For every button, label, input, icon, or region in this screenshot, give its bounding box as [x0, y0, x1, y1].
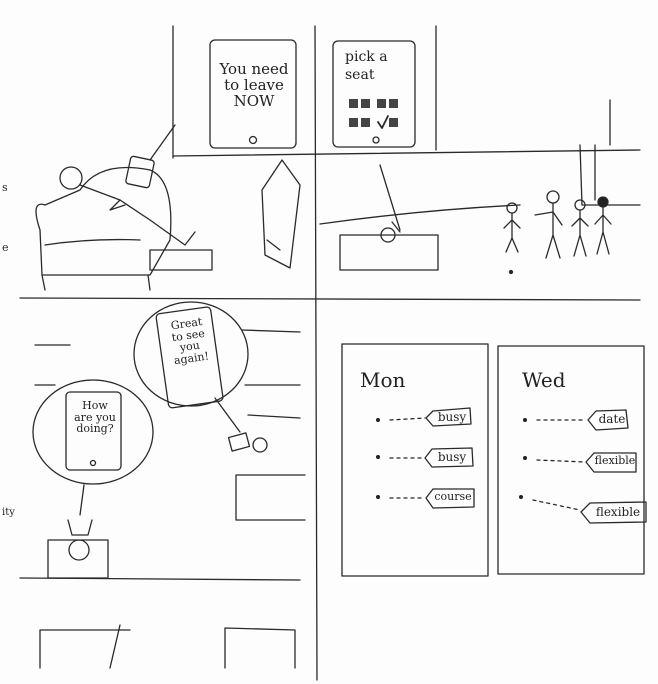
- pointer-line: [149, 124, 176, 161]
- bubble-left-text: How are you doing?: [74, 399, 116, 436]
- tag-shapes: [424, 407, 647, 524]
- card-wed: [497, 345, 645, 575]
- bubble-left-tablet: [65, 391, 122, 471]
- margin-scribble-ity: ity: [2, 507, 15, 518]
- seated-person-head: [380, 227, 396, 243]
- speech-bubble-left: [32, 379, 154, 485]
- wed-tag-2: flexible: [594, 454, 636, 467]
- figure-right-head: [252, 437, 268, 453]
- divider-line: [172, 149, 641, 157]
- card-mon-day: Mon: [360, 368, 406, 392]
- seat-row: [339, 234, 439, 271]
- card-wed-day: Wed: [522, 368, 566, 392]
- margin-scribble-e: e: [2, 241, 9, 254]
- tablet-leave-now-text: You need to leave NOW: [219, 60, 289, 110]
- divider-line: [314, 25, 318, 681]
- divider-line: [19, 297, 641, 301]
- seat-tablet-title-line1: pick a: [345, 49, 388, 65]
- ottoman: [149, 249, 213, 271]
- seat-tablet-frame: [332, 40, 416, 148]
- seat-grid: [349, 99, 398, 127]
- door-sketch: [261, 159, 301, 269]
- speech-bubble-right: [133, 301, 249, 407]
- wed-tag-3: flexible: [595, 505, 641, 519]
- mon-tag-3: course: [434, 490, 472, 503]
- tablet-home-button: [248, 135, 258, 145]
- seat-tablet-title-line2: seat: [345, 67, 375, 83]
- figure-left-head: [68, 539, 90, 561]
- person-head: [59, 166, 83, 190]
- card-mon: [341, 343, 489, 577]
- couch-scene: [35, 166, 213, 291]
- standing-people: [503, 190, 612, 259]
- tablet-frame: [209, 39, 297, 149]
- leader-lines: [389, 417, 586, 511]
- bubble-right-text: Great to see you again!: [170, 315, 210, 367]
- floor-line: [319, 204, 521, 225]
- bubble-right-tablet: [155, 306, 224, 409]
- seat-tablet-home-button: [372, 136, 380, 144]
- desk-left: [47, 539, 109, 579]
- check-mark: [377, 115, 389, 129]
- held-tablet: [125, 155, 155, 189]
- margin-scribble-s: s: [2, 181, 8, 194]
- wed-tag-1: date: [598, 412, 626, 426]
- schedule-dots: [376, 418, 527, 499]
- mon-tag-2: busy: [437, 450, 467, 464]
- mon-tag-1: busy: [437, 410, 467, 424]
- figure-left-body: [67, 519, 93, 536]
- person-sitting: [59, 166, 196, 246]
